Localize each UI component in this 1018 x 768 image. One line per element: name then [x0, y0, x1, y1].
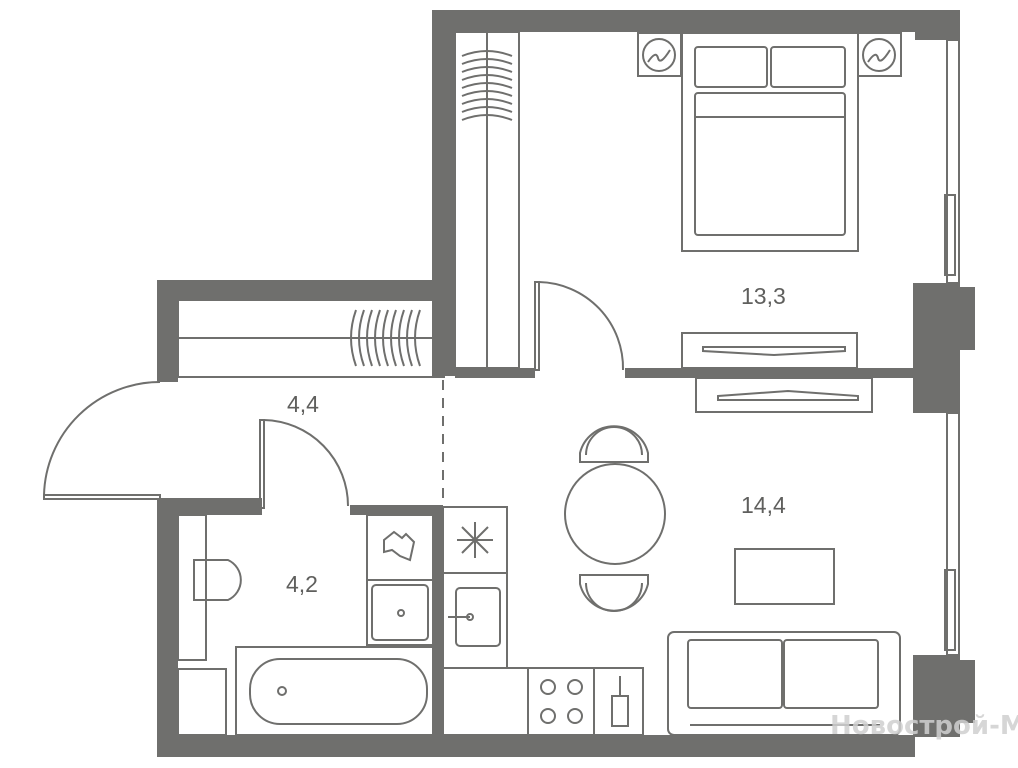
kitchen-units — [442, 506, 644, 736]
area-label-bathroom: 4,2 — [286, 571, 318, 597]
area-label-bedroom: 13,3 — [741, 283, 786, 309]
bathroom-fixtures — [177, 514, 434, 736]
dresser-bedroom — [681, 332, 858, 369]
watermark: Новострой-М — [830, 711, 1018, 741]
entrance-door[interactable] — [43, 381, 161, 500]
tv-stand-living — [695, 377, 873, 413]
wardrobe-bedroom — [454, 31, 520, 369]
bathroom-door — [259, 419, 349, 509]
bed — [637, 32, 902, 252]
windows — [944, 39, 960, 656]
coffee-table — [734, 548, 835, 605]
walls — [157, 10, 975, 757]
dining-table — [564, 425, 666, 612]
area-label-hallway: 4,4 — [287, 391, 319, 417]
wardrobe-hallway — [177, 299, 445, 378]
bedroom-door — [534, 281, 625, 371]
sofa — [667, 631, 901, 736]
area-label-living-kitchen: 14,4 — [741, 492, 786, 518]
